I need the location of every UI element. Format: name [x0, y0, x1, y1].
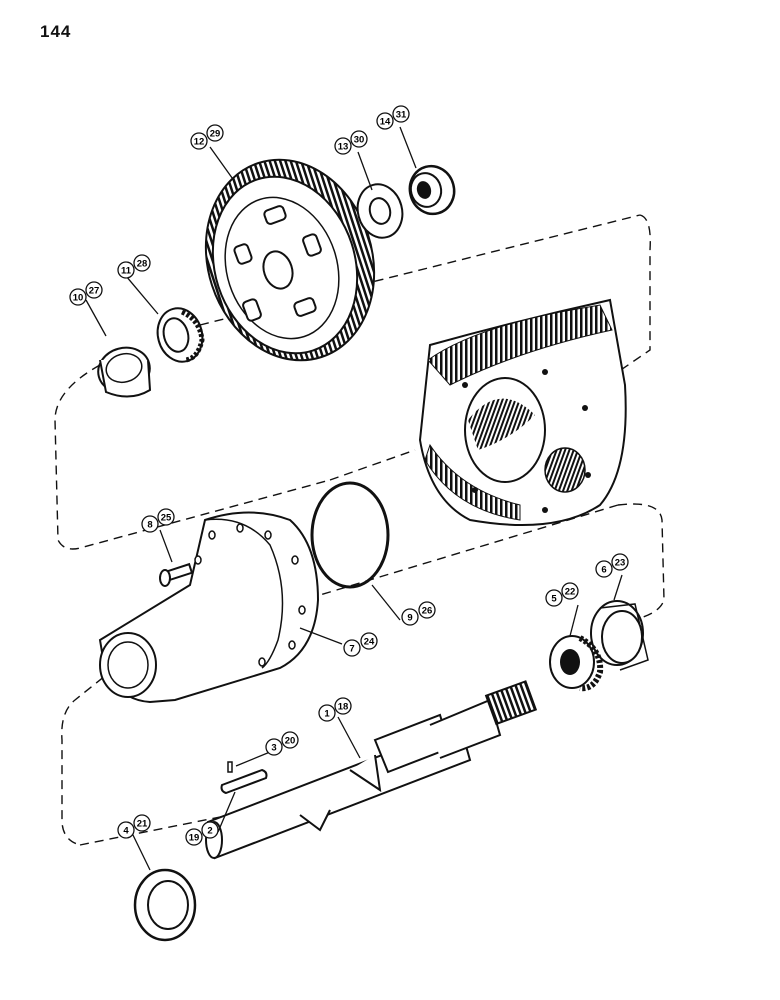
- nut: [408, 164, 456, 216]
- bearing-cone-upper: [156, 307, 205, 363]
- bearing-cone-lower: [549, 635, 604, 692]
- transmission-housing: [418, 298, 627, 526]
- callout-ref: 9: [407, 613, 412, 624]
- callout-14-31: 14 31: [376, 105, 410, 130]
- callout-11-28: 11 28: [117, 254, 151, 279]
- splined-washer: [356, 183, 404, 239]
- callout-ref: 8: [147, 520, 152, 531]
- callout-13-30: 13 30: [334, 130, 368, 155]
- callout-ref: 3: [271, 743, 276, 754]
- o-ring: [310, 481, 390, 589]
- callout-ref: 1: [324, 709, 330, 720]
- callout-ref: 26: [422, 606, 433, 617]
- callout-4-21: 4 21: [117, 814, 151, 839]
- callout-ref: 25: [161, 513, 172, 524]
- callout-ref: 24: [364, 637, 375, 648]
- callout-12-29: 12 29: [190, 124, 224, 150]
- bearing-cup-upper: [97, 346, 152, 398]
- axle-shaft: [205, 680, 538, 860]
- callout-ref: 29: [210, 129, 221, 140]
- callout-ref: 23: [615, 558, 626, 569]
- callout-ref: 13: [338, 142, 349, 153]
- callout-ref: 19: [189, 833, 200, 844]
- callout-ref: 21: [137, 819, 148, 830]
- roll-pin: [227, 761, 233, 773]
- oil-seal: [133, 868, 197, 942]
- callout-ref: 18: [338, 702, 349, 713]
- axle-carrier: [98, 511, 320, 704]
- callout-ref: 31: [396, 110, 407, 121]
- callout-ref: 5: [551, 594, 557, 605]
- callout-1-18: 1 18: [318, 697, 352, 722]
- callout-19-2: 19 2: [185, 821, 219, 846]
- callout-ref: 10: [73, 293, 84, 304]
- callout-ref: 6: [601, 565, 606, 576]
- callout-ref: 4: [123, 826, 129, 837]
- callout-9-26: 9 26: [401, 601, 436, 626]
- callout-8-25: 8 25: [141, 508, 175, 533]
- callout-ref: 11: [121, 266, 132, 277]
- callout-ref: 30: [354, 135, 365, 146]
- callout-5-22: 5 22: [545, 582, 579, 607]
- callout-ref: 22: [565, 587, 576, 598]
- callout-ref: 14: [380, 117, 391, 128]
- callout-ref: 20: [285, 736, 296, 747]
- callout-3-20: 3 20: [265, 731, 299, 756]
- callout-ref: 28: [137, 259, 148, 270]
- key: [220, 768, 268, 795]
- bearing-cup-lower: [590, 600, 649, 671]
- callout-ref: 12: [194, 137, 205, 148]
- callout-10-27: 10 27: [69, 281, 103, 306]
- callout-7-24: 7 24: [343, 632, 378, 657]
- callout-ref: 7: [349, 644, 354, 655]
- page-number: 144: [40, 22, 72, 41]
- callout-6-23: 6 23: [595, 553, 629, 578]
- callout-ref: 2: [207, 826, 212, 837]
- callout-ref: 27: [89, 286, 100, 297]
- leader-lines: [85, 126, 623, 871]
- bolt: [159, 562, 194, 587]
- large-gear: [204, 158, 376, 362]
